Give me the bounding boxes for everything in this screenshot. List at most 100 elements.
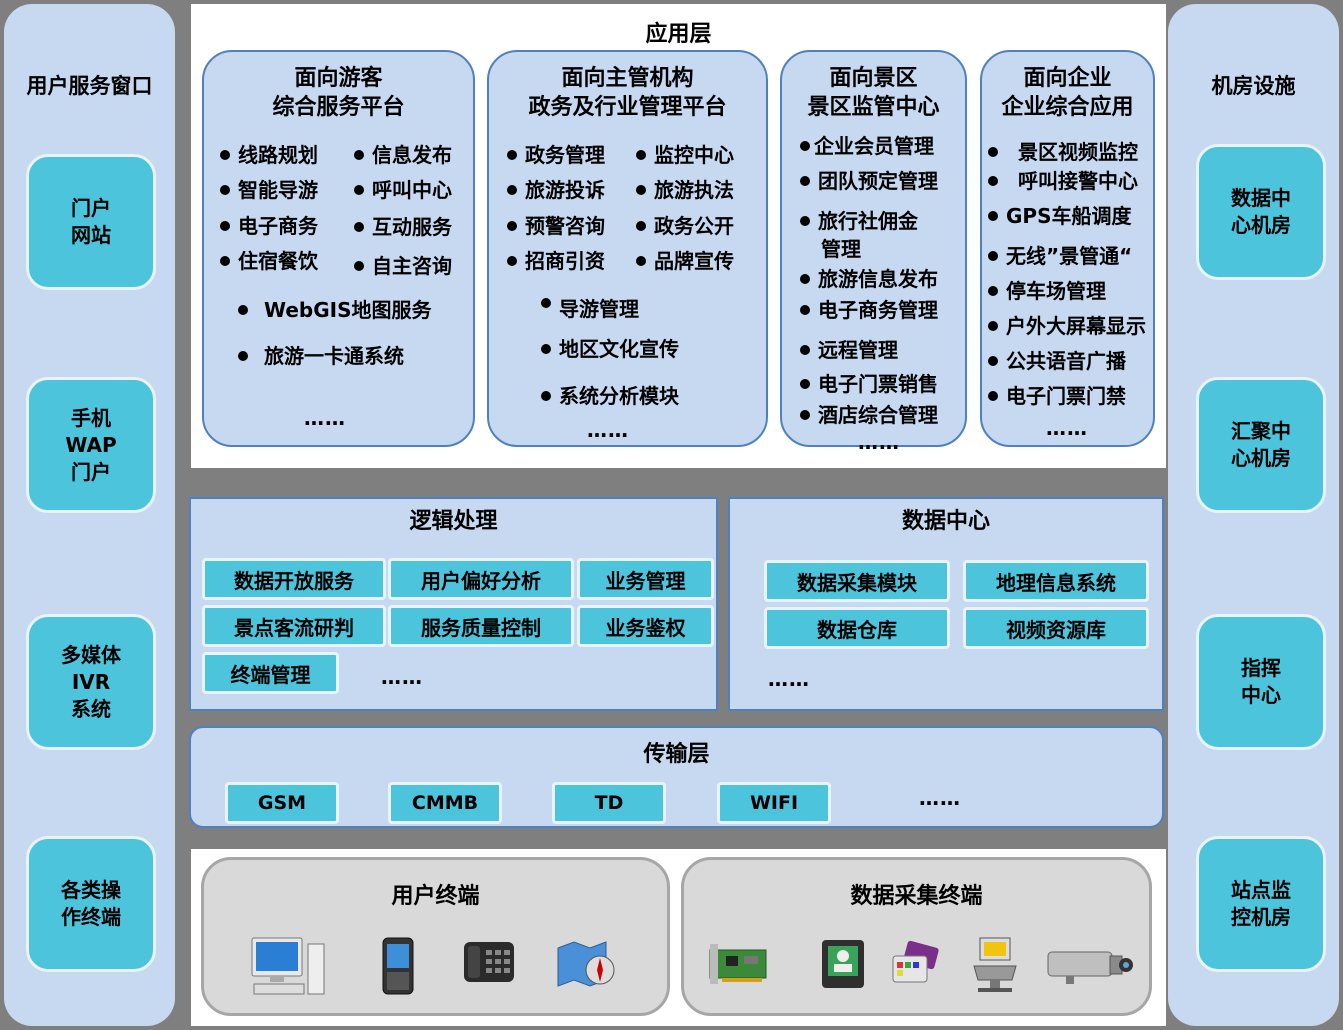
cmmb-tag: CMMB [388,782,502,824]
td-tag: TD [552,782,666,824]
list-item: 监控中心 [636,143,734,167]
more-ellipsis: …… [304,406,346,430]
list-item: 导游管理 [541,297,639,321]
list-item: 线路规划 [220,143,318,167]
list-item: 远程管理 [800,338,898,362]
wifi-tag: WIFI [717,782,831,824]
data-center-panel: 数据中心 数据采集模块 地理信息系统 数据仓库 视频资源库 …… [728,497,1164,711]
list-item: 互动服务 [354,215,452,239]
user-terminal-card: 用户终端 [201,857,670,1016]
list-item: 智能导游 [220,178,318,202]
logic-processing-panel: 逻辑处理 数据开放服务 用户偏好分析 业务管理 景点客流研判 服务质量控制 业务… [189,497,718,711]
list-item: 团队预定管理 [800,169,938,193]
list-item: 无线”景管通“ [988,244,1132,268]
card-title: 面向主管机构 政务及行业管理平台 [528,66,727,120]
user-terminal-title: 用户终端 [391,884,480,909]
list-item: 呼叫中心 [354,178,452,202]
government-management-platform-card: 面向主管机构 政务及行业管理平台 政务管理 旅游投诉 预警咨询 招商引资 监控中… [487,50,768,447]
operation-terminals-box: 各类操 作终端 [26,836,156,972]
card-title: 面向企业 企业综合应用 [1001,66,1134,120]
card-title: 面向景区 景区监管中心 [807,66,940,120]
machine-room-facilities-column: 机房设施 数据中 心机房 汇聚中 心机房 指挥 中心 站点监 控机房 [1168,4,1339,1026]
more-ellipsis: …… [587,418,629,442]
data-collection-module-tag: 数据采集模块 [764,560,950,602]
aggregation-center-room-box: 汇聚中 心机房 [1196,377,1326,513]
desk-phone-icon [464,942,514,982]
kiosk-terminal-icon [973,937,1017,992]
list-item: 酒店综合管理 [800,403,938,427]
more-ellipsis: …… [381,665,423,689]
data-center-title: 数据中心 [901,509,990,534]
machine-room-facilities-title: 机房设施 [1211,74,1296,98]
data-collection-terminal-card: 数据采集终端 [681,857,1152,1016]
list-item: 政务管理 [507,143,605,167]
terminal-management-tag: 终端管理 [202,652,339,694]
list-item: 预警咨询 [507,214,605,238]
list-item: 信息发布 [354,143,452,167]
visitor-flow-analysis-tag: 景点客流研判 [202,605,386,647]
list-item: 旅游投诉 [507,178,605,202]
video-resource-library-tag: 视频资源库 [963,607,1149,649]
card-reader-icon [822,940,864,988]
user-service-window-column: 用户服务窗口 门户 网站 手机 WAP 门户 多媒体 IVR 系统 各类操 作终… [4,4,175,1026]
logic-processing-title: 逻辑处理 [409,509,498,534]
user-service-window-title: 用户服务窗口 [26,74,153,98]
mobile-wap-portal-box: 手机 WAP 门户 [26,377,156,513]
more-ellipsis: …… [768,667,810,691]
application-layer-title: 应用层 [645,22,712,47]
pda-phone-icon [382,937,414,995]
transport-layer-panel: 传输层 GSM CMMB TD WIFI …… [189,726,1164,828]
data-open-service-tag: 数据开放服务 [202,558,386,600]
list-item: 企业会员管理 [800,134,934,158]
list-item: 系统分析模块 [541,384,679,408]
transport-layer-title: 传输层 [643,742,710,767]
list-item: 公共语音广播 [988,349,1126,373]
list-item: GPS车船调度 [988,204,1131,228]
list-item: 旅游执法 [636,178,734,202]
gis-system-tag: 地理信息系统 [963,560,1149,602]
desktop-computer-icon [251,937,325,995]
list-item: 地区文化宣传 [541,337,679,361]
data-center-room-box: 数据中 心机房 [1196,144,1326,280]
list-item: 景区视频监控 [988,140,1138,164]
more-ellipsis: …… [858,430,900,454]
data-collection-terminal-title: 数据采集终端 [850,884,983,909]
list-item: 住宿餐饮 [220,249,318,273]
scenic-monitoring-center-card: 面向景区 景区监管中心 企业会员管理 团队预定管理 旅行社佣金 管理 旅游信息发… [780,50,967,454]
service-quality-control-tag: 服务质量控制 [388,605,574,647]
list-item: 招商引资 [507,249,605,273]
user-preference-analysis-tag: 用户偏好分析 [388,558,574,600]
map-compass-icon [557,941,615,987]
list-item: 电子门票门禁 [988,384,1126,408]
list-item: 户外大屏幕显示 [988,314,1146,338]
list-item: 旅游一卡通系统 [238,344,404,368]
list-item: 呼叫接警中心 [988,169,1138,193]
list-item: 自主咨询 [354,254,452,278]
cctv-camera-icon [1047,951,1133,984]
more-ellipsis: …… [919,786,961,810]
smart-card-icon [892,940,939,983]
list-item: 管理 [821,237,861,261]
list-item: 电子商务管理 [800,298,938,322]
list-item: 旅行社佣金 [800,209,918,233]
gsm-tag: GSM [225,782,339,824]
tourist-service-platform-card: 面向游客 综合服务平台 线路规划 智能导游 电子商务 住宿餐饮 信息发布 呼叫中… [202,50,475,447]
portal-website-box: 门户 网站 [26,154,156,290]
circuit-board-icon [709,944,767,984]
business-management-tag: 业务管理 [577,558,714,600]
list-item: 停车场管理 [988,279,1106,303]
multimedia-ivr-system-box: 多媒体 IVR 系统 [26,614,156,750]
command-center-box: 指挥 中心 [1196,614,1326,750]
list-item: 电子门票销售 [800,372,938,396]
data-warehouse-tag: 数据仓库 [764,607,950,649]
list-item: 电子商务 [220,214,318,238]
list-item: 政务公开 [636,214,734,238]
site-monitoring-room-box: 站点监 控机房 [1196,836,1326,972]
list-item: WebGIS地图服务 [238,298,432,322]
list-item: 品牌宣传 [636,249,734,273]
enterprise-application-card: 面向企业 企业综合应用 景区视频监控 呼叫接警中心 GPS车船调度 无线”景管通… [980,50,1155,447]
more-ellipsis: …… [1046,416,1088,440]
list-item: 旅游信息发布 [800,267,938,291]
card-title: 面向游客 综合服务平台 [272,66,405,120]
business-authentication-tag: 业务鉴权 [577,605,714,647]
